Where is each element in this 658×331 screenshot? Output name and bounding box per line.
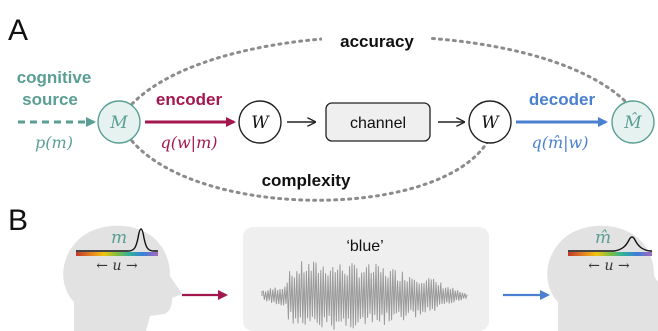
accuracy-label: accuracy: [340, 32, 414, 51]
node-w-left-label: W: [251, 113, 270, 133]
left-axis-label: ← u →: [96, 258, 138, 274]
node-m-hat: [611, 100, 655, 144]
complexity-label: complexity: [262, 171, 351, 190]
right-belief-curve: [568, 236, 652, 252]
channel-box: [325, 102, 431, 142]
spoken-word: ‘blue’: [346, 238, 383, 255]
node-m-hat-label: M̂: [623, 113, 642, 133]
source-dist: p(m): [35, 133, 73, 152]
decoder-dist: q(m̂|w): [532, 133, 589, 152]
right-color-spectrum: [568, 252, 652, 256]
source-label-line1: cognitive: [17, 68, 92, 87]
left-var: m: [111, 228, 127, 248]
node-w-right: [468, 100, 512, 144]
encoder-label: encoder: [156, 90, 223, 109]
right-var: m̂: [595, 228, 611, 248]
node-m-label: M: [109, 113, 128, 133]
node-m: [97, 100, 141, 144]
left-belief-curve: [76, 228, 158, 252]
complexity-arc: [130, 139, 490, 202]
speech-waveform: [261, 261, 468, 330]
waveform-trace: [261, 261, 468, 330]
node-w-left: [238, 100, 282, 144]
channel-label: channel: [350, 115, 406, 132]
decoder-label: decoder: [529, 90, 596, 109]
panel-b-label: B: [8, 204, 28, 237]
source-label-line2: source: [22, 90, 78, 109]
node-w-right-label: W: [481, 113, 500, 133]
right-axis-label: ← u →: [588, 258, 630, 274]
panel-a-label: A: [8, 14, 28, 47]
encoder-dist: q(w|m): [161, 133, 218, 152]
left-color-spectrum: [76, 252, 158, 256]
